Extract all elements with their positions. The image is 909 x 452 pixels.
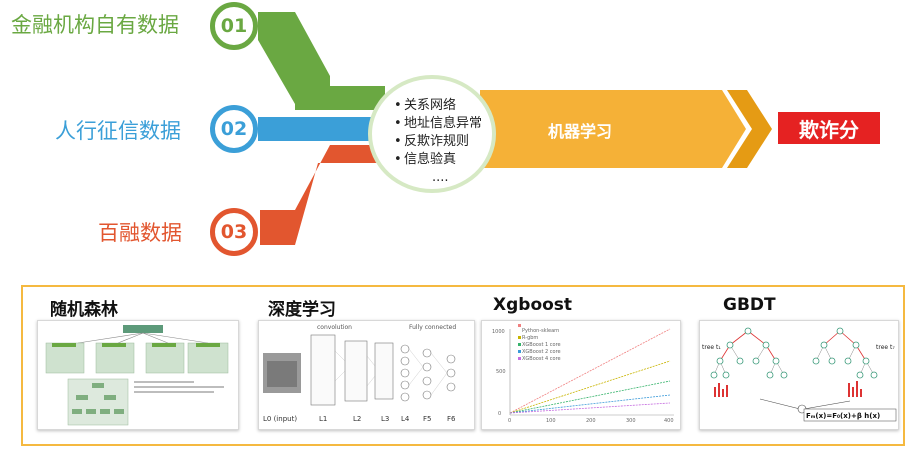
source-label-03: 百融数据 (98, 221, 182, 245)
feature-item: •关系网络 (394, 98, 457, 113)
legend-item: XGBoost 1 core (522, 342, 561, 348)
ml-chevron (727, 90, 772, 168)
header-convolution: convolution (317, 324, 352, 331)
feature-circle: •关系网络 •地址信息异常 •反欺诈规则 •信息验真 .... (368, 75, 496, 193)
method-title-random-forest: 随机森林 (50, 300, 118, 320)
number-badge-03: 03 (210, 208, 258, 256)
feature-item: •地址信息异常 (394, 116, 483, 131)
legend-item: XGBoost 4 core (522, 356, 561, 362)
gbdt-formula: Fₘ(x)=F₀(x)+β h(x) (806, 412, 880, 420)
ml-arrow (480, 90, 746, 168)
layer-label-l3: L3 (381, 415, 390, 423)
source-label-01: 金融机构自有数据 (11, 13, 179, 37)
deep-learning-diagram: convolution Fully connected (263, 324, 456, 406)
number-badge-01: 01 (210, 2, 258, 50)
feature-item: •反欺诈规则 (394, 134, 470, 149)
x-tick: 200 (586, 418, 596, 424)
feature-item: .... (432, 170, 449, 185)
random-forest-thumbnail (37, 320, 239, 430)
legend-item: R-gbm (522, 335, 538, 341)
x-tick: 400 (664, 418, 674, 424)
layer-label-l0: L0 (input) (263, 415, 298, 423)
x-tick: 0 (508, 418, 511, 424)
y-tick: 0 (498, 411, 501, 417)
x-tick: 300 (626, 418, 636, 424)
source-label-02: 人行征信数据 (55, 119, 181, 143)
fraud-score-box: 欺诈分 (778, 112, 880, 144)
method-title-deep-learning: 深度学习 (268, 300, 336, 320)
gbdt-diagram: Fₘ(x)=F₀(x)+β h(x) tree t₁ tree t₇ (702, 327, 897, 422)
method-title-gbdt: GBDT (723, 295, 776, 315)
feature-item: •信息验真 (394, 152, 457, 167)
x-tick: 100 (546, 418, 556, 424)
number-badge-02: 02 (210, 105, 258, 153)
y-tick: 500 (496, 369, 506, 375)
tree-label-left: tree t₁ (702, 344, 721, 351)
y-tick: 1000 (492, 329, 505, 335)
deep-learning-thumbnail: convolution Fully connected L0 (input) L… (258, 320, 475, 430)
ml-label: 机器学习 (548, 122, 613, 141)
ribbon-01 (258, 12, 330, 104)
xgboost-chart: Python-sklearn R-gbm XGBoost 1 core XGBo… (492, 324, 674, 424)
flow-ribbons (258, 12, 772, 245)
legend-item: XGBoost 2 core (522, 349, 561, 355)
legend-item: Python-sklearn (522, 328, 559, 334)
xgboost-thumbnail: Python-sklearn R-gbm XGBoost 1 core XGBo… (481, 320, 681, 430)
random-forest-diagram (45, 325, 229, 426)
layer-label-l1: L1 (319, 415, 328, 423)
layer-label-l4: L4 (401, 415, 410, 423)
layer-label-l2: L2 (353, 415, 362, 423)
layer-label-f6: F6 (447, 415, 456, 423)
layer-label-f5: F5 (423, 415, 432, 423)
ribbon-02 (258, 117, 388, 141)
gbdt-thumbnail: Fₘ(x)=F₀(x)+β h(x) tree t₁ tree t₇ (699, 320, 899, 430)
header-fully-connected: Fully connected (409, 324, 456, 331)
method-title-xgboost: Xgboost (493, 295, 573, 315)
methods-panel: 随机森林 深度学习 (21, 285, 905, 446)
ribbon-03 (260, 145, 385, 245)
feature-list: •关系网络 •地址信息异常 •反欺诈规则 •信息验真 .... (394, 97, 492, 187)
tree-label-right: tree t₇ (876, 344, 895, 351)
